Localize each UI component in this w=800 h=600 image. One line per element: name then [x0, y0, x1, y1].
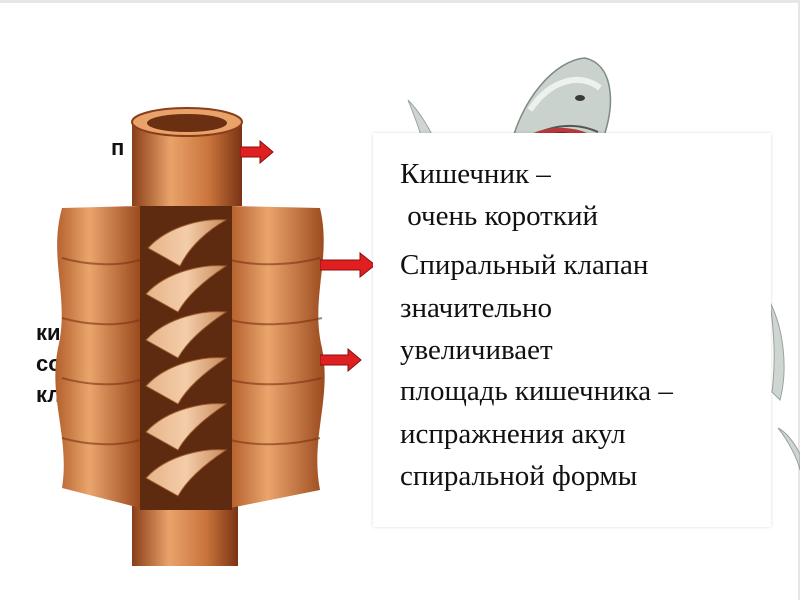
text-line-3: Спиральный клапан	[400, 249, 649, 281]
arrow-bottom-icon	[320, 348, 362, 372]
text-line-7: испражнения акул	[400, 418, 626, 450]
slide-top-border	[0, 0, 800, 3]
label-top-partial: п	[111, 135, 125, 160]
arrow-top-icon	[240, 140, 274, 164]
label-left-partial-1: ки	[36, 320, 61, 345]
text-line-8: спиральной формы	[400, 460, 638, 492]
text-line-4: значительно	[400, 292, 553, 324]
slide-right-border	[798, 0, 800, 600]
description-text-box: Кишечник – очень короткий Спиральный кла…	[373, 133, 771, 527]
text-line-1: Кишечник –	[400, 158, 551, 190]
text-line-2: очень короткий	[400, 200, 598, 232]
spiral-valve-illustration	[55, 107, 325, 566]
arrow-middle-icon	[320, 252, 376, 278]
text-line-6: площадь кишечника –	[400, 375, 673, 407]
text-line-5: увеличивает	[400, 334, 553, 366]
